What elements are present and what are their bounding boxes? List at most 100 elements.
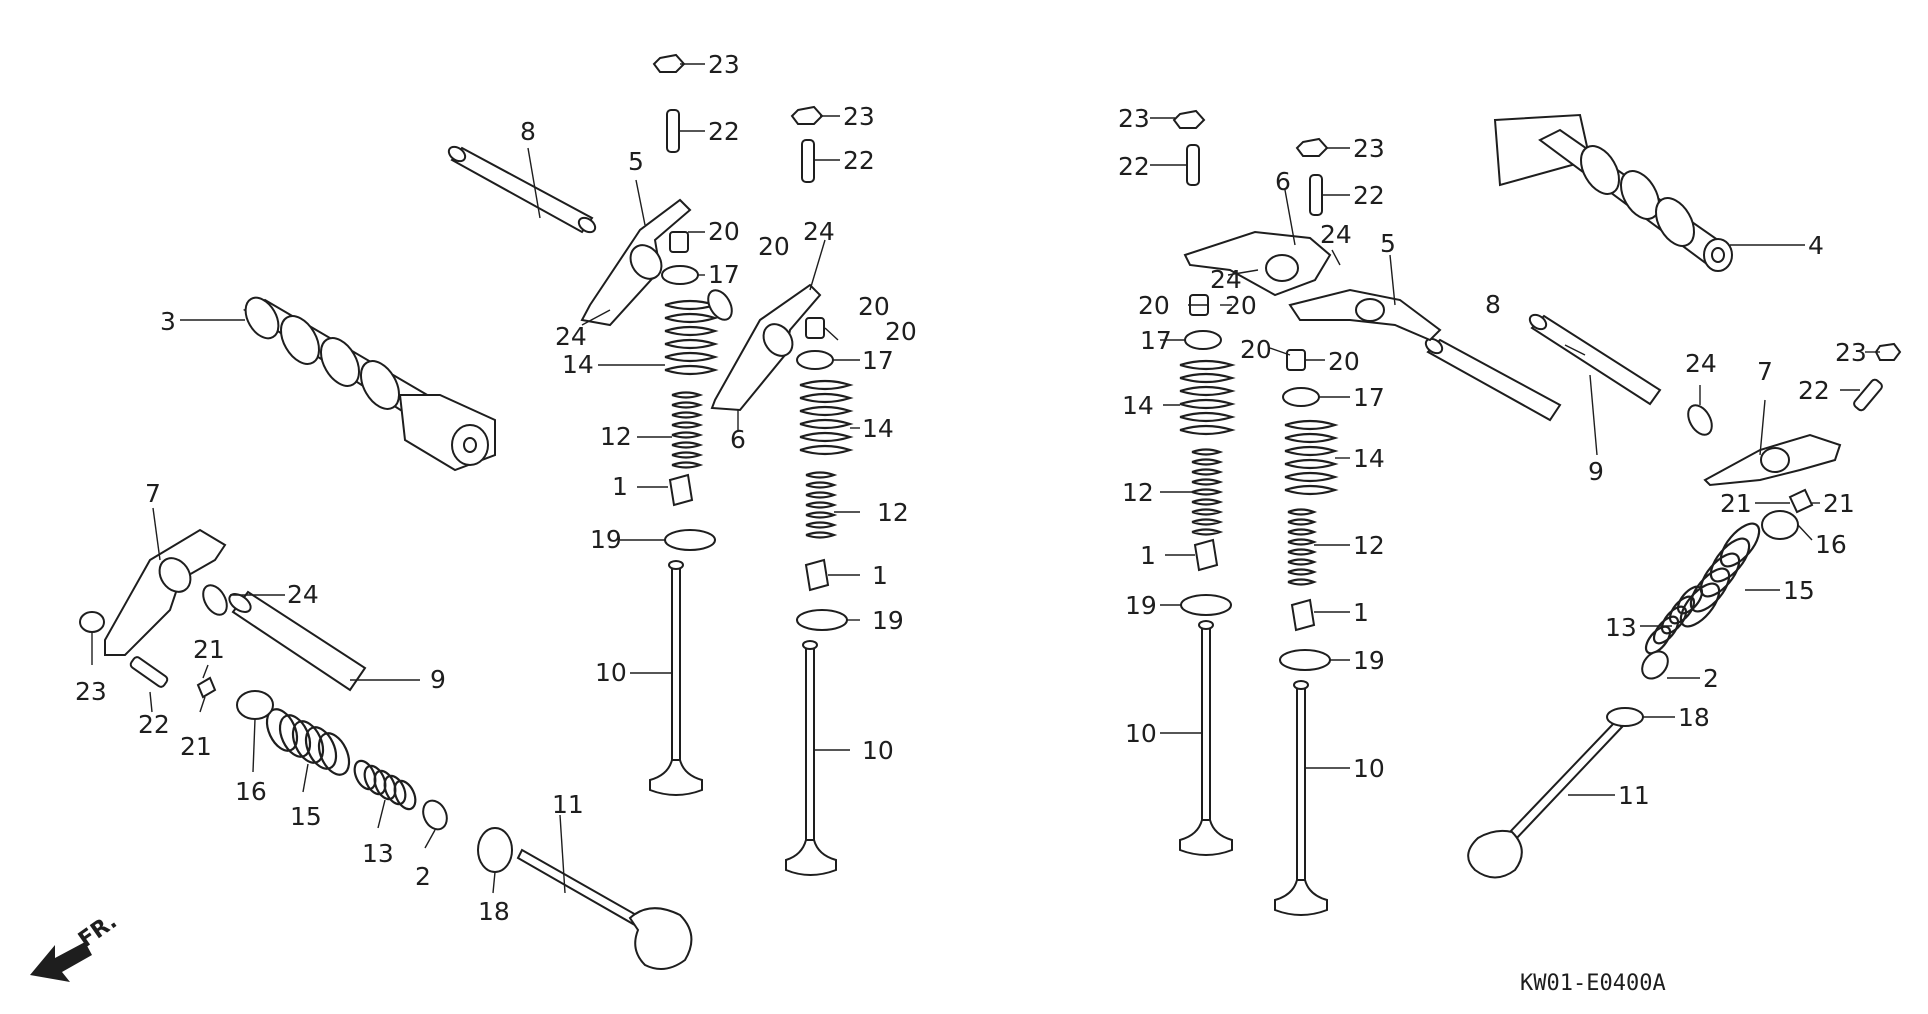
callout-15: 15 <box>1783 576 1815 605</box>
callout-2: 2 <box>415 862 431 891</box>
rocker-shaft-8-right <box>1424 337 1562 422</box>
callout-22: 22 <box>708 117 740 146</box>
callout-20: 20 <box>758 232 790 261</box>
callout-1: 1 <box>1140 541 1156 570</box>
valve-10-left-b <box>785 640 837 876</box>
callout-24: 24 <box>1320 220 1352 249</box>
small-parts <box>79 53 1902 873</box>
callout-22: 22 <box>1118 152 1150 181</box>
callout-23: 23 <box>1353 134 1385 163</box>
callout-14: 14 <box>862 414 894 443</box>
callout-17: 17 <box>708 260 740 289</box>
callout-21: 21 <box>180 732 212 761</box>
callout-16: 16 <box>235 777 267 806</box>
callout-22: 22 <box>1798 376 1830 405</box>
callout-21: 21 <box>1720 489 1752 518</box>
callout-14: 14 <box>1353 444 1385 473</box>
callout-7: 7 <box>1757 357 1773 386</box>
callout-6: 6 <box>1275 167 1291 196</box>
callout-21: 21 <box>193 635 225 664</box>
valve-10-right-b <box>1274 680 1328 916</box>
callout-20: 20 <box>1138 291 1170 320</box>
spring-12-left-b <box>805 471 838 539</box>
callout-15: 15 <box>290 802 322 831</box>
callout-12: 12 <box>1122 478 1154 507</box>
valve-11-left <box>516 848 693 970</box>
callout-24: 24 <box>803 217 835 246</box>
callout-19: 19 <box>590 525 622 554</box>
callout-24: 24 <box>555 322 587 351</box>
callout-22: 22 <box>138 710 170 739</box>
camshaft-4 <box>1493 113 1733 272</box>
callout-14: 14 <box>562 350 594 379</box>
callout-8: 8 <box>520 117 536 146</box>
spring-12-right-a <box>1191 448 1224 536</box>
callout-10: 10 <box>1353 754 1385 783</box>
leader-lines <box>91 63 1880 894</box>
callout-12: 12 <box>1353 531 1385 560</box>
valve-11-right <box>1467 720 1624 879</box>
callout-10: 10 <box>595 658 627 687</box>
valve-10-right-a <box>1179 620 1233 856</box>
rocker-arm-5-left <box>580 198 692 327</box>
spring-14-right-a <box>1179 359 1236 436</box>
spring-15-left <box>265 708 351 776</box>
callout-7: 7 <box>145 479 161 508</box>
callout-23: 23 <box>1118 104 1150 133</box>
callout-8: 8 <box>1485 290 1501 319</box>
callout-6: 6 <box>730 425 746 454</box>
spring-14-left-b <box>799 379 854 456</box>
callout-19: 19 <box>1125 591 1157 620</box>
callout-24: 24 <box>1210 265 1242 294</box>
rocker-arm-7-left <box>104 528 227 656</box>
callout-3: 3 <box>160 307 176 336</box>
rocker-arm-6-right <box>1183 230 1332 297</box>
callout-18: 18 <box>1678 703 1710 732</box>
drawing-code: KW01-E0400A <box>1520 971 1666 996</box>
callout-14: 14 <box>1122 391 1154 420</box>
spring-15-right <box>1679 522 1761 628</box>
callout-19: 19 <box>872 606 904 635</box>
callout-21: 21 <box>1823 489 1855 518</box>
callout-23: 23 <box>708 50 740 79</box>
callout-20: 20 <box>1240 335 1272 364</box>
callout-20: 20 <box>708 217 740 246</box>
callout-2: 2 <box>1703 664 1719 693</box>
spring-13-right <box>1644 585 1704 655</box>
rocker-arm-7-right <box>1703 433 1842 487</box>
callout-10: 10 <box>862 736 894 765</box>
callout-24: 24 <box>287 580 319 609</box>
callout-22: 22 <box>843 146 875 175</box>
callout-13: 13 <box>1605 613 1637 642</box>
rocker-shaft-9-left <box>228 590 367 692</box>
callout-23: 23 <box>75 677 107 706</box>
callout-18: 18 <box>478 897 510 926</box>
callout-labels: 23 22 23 22 8 5 20 20 24 17 24 14 12 1 1… <box>75 50 1867 926</box>
callout-12: 12 <box>600 422 632 451</box>
callout-20: 20 <box>858 292 890 321</box>
callout-1: 1 <box>872 561 888 590</box>
callout-4: 4 <box>1808 231 1824 260</box>
rocker-shaft-9-right <box>1528 313 1662 406</box>
front-direction-arrow: FR. <box>30 909 122 982</box>
callout-11: 11 <box>552 790 584 819</box>
spring-12-left-a <box>671 391 704 469</box>
valve-10-left-a <box>649 560 703 796</box>
rocker-arm-6-left <box>710 283 822 412</box>
rocker-shaft-8-left <box>447 145 597 234</box>
callout-5: 5 <box>628 147 644 176</box>
callout-24: 24 <box>1685 349 1717 378</box>
callout-20: 20 <box>1225 291 1257 320</box>
callout-17: 17 <box>1140 326 1172 355</box>
camshaft-3 <box>242 296 496 472</box>
callout-23: 23 <box>1835 338 1867 367</box>
callout-17: 17 <box>1353 383 1385 412</box>
callout-16: 16 <box>1815 530 1847 559</box>
callout-13: 13 <box>362 839 394 868</box>
callout-20: 20 <box>885 317 917 346</box>
callout-10: 10 <box>1125 719 1157 748</box>
callout-9: 9 <box>1588 457 1604 486</box>
spring-12-right-b <box>1287 508 1318 586</box>
callout-22: 22 <box>1353 181 1385 210</box>
